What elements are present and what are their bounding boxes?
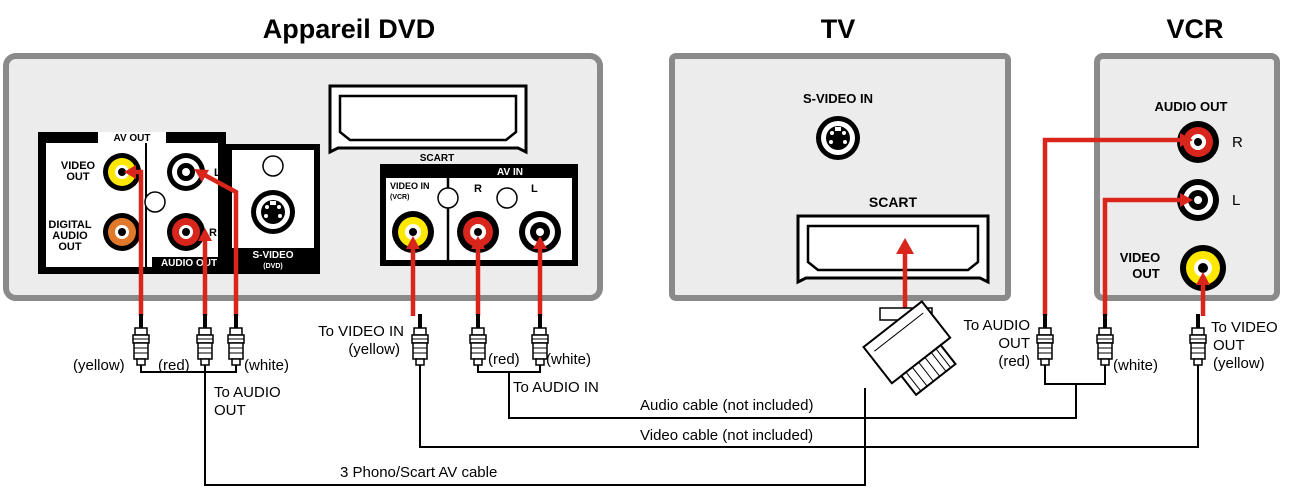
dvd-av-in-label: AV IN — [497, 167, 523, 178]
audio-cable-label: Audio cable (not included) — [640, 397, 813, 414]
label-white: (white) — [244, 357, 289, 374]
label-red-2: (red) — [488, 351, 520, 368]
vcr-title: VCR — [1166, 14, 1223, 44]
dvd-av-in-l-jack[interactable] — [519, 211, 561, 253]
plug-vcr-red — [1036, 313, 1054, 366]
plug-dvd-yellow — [132, 313, 150, 366]
vcr-audio-out-label: AUDIO OUT — [1155, 99, 1228, 114]
dvd-video-in-label: VIDEO IN(VCR) — [390, 181, 430, 201]
tv-s-video-jack[interactable] — [816, 116, 860, 160]
dvd-title: Appareil DVD — [263, 14, 436, 44]
label-red: (red) — [158, 357, 190, 374]
dvd-audio-out-l-jack[interactable] — [167, 153, 205, 191]
dvd-l-label: L — [214, 167, 221, 179]
connection-arrows — [124, 133, 1210, 316]
vcr-audio-out-l-jack[interactable] — [1177, 179, 1219, 221]
av-cable-label: 3 Phono/Scart AV cable — [340, 464, 497, 481]
dvd-s-video-jack[interactable] — [251, 190, 295, 234]
tv-panel: S-VIDEO IN SCART — [669, 53, 1011, 301]
label-to-audio-in: To AUDIO IN — [513, 379, 599, 396]
tv-title: TV — [821, 14, 856, 44]
dvd-s-video-label: S-VIDEO(DVD) — [252, 250, 293, 270]
dvd-audio-out-r-jack[interactable] — [167, 213, 205, 251]
dvd-audio-out-label: AUDIO OUT — [161, 258, 217, 269]
plugs — [132, 313, 1207, 366]
plug-dvd-white — [227, 313, 245, 366]
dvd-av-out-label: AV OUT — [113, 133, 150, 144]
dvd-r-label: R — [209, 227, 217, 239]
tv-scart-label: SCART — [869, 194, 918, 210]
vcr-r-label: R — [1232, 134, 1243, 151]
label-white-2: (white) — [546, 351, 591, 368]
dvd-scart-connector — [328, 84, 528, 155]
plug-dvd-red — [196, 313, 214, 366]
video-cable-label: Video cable (not included) — [640, 427, 813, 444]
dvd-video-in-jack[interactable] — [392, 211, 434, 253]
plug-vcr-yellow — [1189, 313, 1207, 366]
dvd-digital-audio-jack[interactable] — [103, 213, 141, 251]
plug-video-in — [411, 313, 429, 366]
tv-scart-connector[interactable] — [796, 214, 990, 285]
dvd-av-in-r-label: R — [474, 183, 482, 195]
dvd-scart-label: SCART — [420, 153, 454, 164]
plug-vcr-white — [1096, 313, 1114, 366]
vcr-l-label: L — [1232, 192, 1240, 209]
plug-audio-in-red — [469, 313, 487, 366]
dvd-video-out-jack[interactable] — [103, 153, 141, 191]
tv-s-video-in-label: S-VIDEO IN — [803, 91, 873, 106]
dvd-av-in-l-label: L — [531, 183, 538, 195]
cable-lines — [140, 365, 1199, 486]
dvd-av-in-r-jack[interactable] — [457, 211, 499, 253]
label-white-3: (white) — [1113, 357, 1158, 374]
label-yellow: (yellow) — [73, 357, 125, 374]
vcr-audio-out-r-jack[interactable] — [1177, 121, 1219, 163]
vcr-video-out-jack[interactable] — [1180, 245, 1226, 291]
scart-plug — [862, 300, 957, 397]
label-to-video-in: To VIDEO IN(yellow) — [318, 323, 404, 358]
